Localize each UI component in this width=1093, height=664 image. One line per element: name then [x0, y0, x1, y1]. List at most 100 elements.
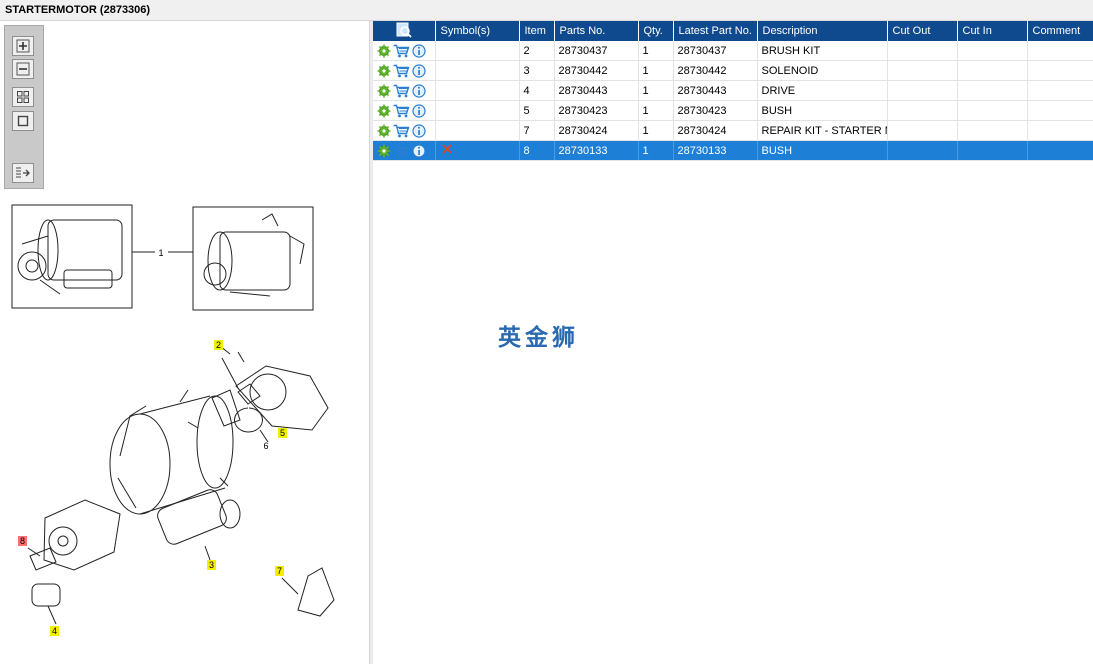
- header-qty[interactable]: Qty.: [638, 21, 674, 41]
- row-parts-no: 28730442: [554, 60, 639, 81]
- table-row[interactable]: 2 28730437 1 28730437 BRUSH KIT: [373, 41, 1093, 61]
- callout-4-marker[interactable]: [50, 626, 59, 636]
- info-icon[interactable]: [412, 63, 426, 78]
- fit-all-button[interactable]: [12, 87, 34, 107]
- table-row[interactable]: 8 28730133 1 28730133 BUSH: [373, 140, 1093, 161]
- row-qty: 1: [638, 140, 674, 161]
- zoom-toolbar: [4, 25, 44, 189]
- row-description: BUSH: [757, 140, 888, 161]
- row-parts-no: 28730437: [554, 41, 639, 61]
- row-cut-in: [957, 60, 1028, 81]
- diagram-pane[interactable]: 1 2 3 4 5 6 7 8: [0, 21, 369, 664]
- row-cut-in: [957, 100, 1028, 121]
- gear-icon[interactable]: [377, 104, 391, 118]
- row-item: 2: [519, 41, 555, 61]
- callout-5-marker[interactable]: [278, 428, 287, 438]
- gear-icon[interactable]: [377, 124, 391, 138]
- row-latest-part-no: 28730424: [673, 120, 758, 141]
- info-icon[interactable]: [412, 123, 426, 138]
- row-description: BUSH: [757, 100, 888, 121]
- row-cut-in: [957, 120, 1028, 141]
- callout-8: 8: [20, 536, 25, 546]
- table-row[interactable]: 5 28730423 1 28730423 BUSH: [373, 100, 1093, 121]
- table-row[interactable]: 3 28730442 1 28730442 SOLENOID: [373, 60, 1093, 81]
- row-description: REPAIR KIT - STARTER MOTOR: [757, 120, 888, 141]
- header-cut-out[interactable]: Cut Out: [887, 21, 958, 41]
- zoom-in-icon: [16, 39, 30, 53]
- callout-8-marker[interactable]: [18, 536, 27, 546]
- gear-icon[interactable]: [377, 44, 391, 58]
- zoom-in-button[interactable]: [12, 36, 34, 56]
- exploded-parts-diagram[interactable]: 1 2 3 4 5 6 7 8: [0, 196, 369, 636]
- row-qty: 1: [638, 41, 674, 61]
- row-cut-in: [957, 41, 1028, 61]
- row-symbols: [435, 120, 520, 141]
- row-parts-no: 28730133: [554, 140, 639, 161]
- watermark: 英金狮: [498, 325, 579, 351]
- info-icon[interactable]: [412, 83, 426, 98]
- row-comment: [1027, 60, 1093, 81]
- row-cut-in: [957, 140, 1028, 161]
- row-cut-out: [887, 60, 958, 81]
- row-comment: [1027, 120, 1093, 141]
- export-button[interactable]: [12, 163, 34, 183]
- gear-icon[interactable]: [377, 84, 391, 98]
- cart-icon[interactable]: [393, 44, 410, 58]
- table-row[interactable]: 4 28730443 1 28730443 DRIVE: [373, 80, 1093, 101]
- header-parts-no[interactable]: Parts No.: [554, 21, 639, 41]
- cart-icon[interactable]: [393, 124, 410, 138]
- search-list-icon: [396, 22, 412, 38]
- header-item[interactable]: Item: [519, 21, 555, 41]
- table-header-row: Symbol(s) Item Parts No. Qty. Latest Par…: [373, 21, 1093, 41]
- table-row[interactable]: 7 28730424 1 28730424 REPAIR KIT - START…: [373, 120, 1093, 141]
- row-description: SOLENOID: [757, 60, 888, 81]
- header-search-cell[interactable]: [373, 21, 436, 41]
- callout-2: 2: [216, 340, 221, 350]
- gear-icon[interactable]: [377, 144, 391, 158]
- callout-1: 1: [158, 248, 163, 258]
- info-icon[interactable]: [412, 43, 426, 58]
- callout-3-marker[interactable]: [207, 560, 216, 570]
- callout-6: 6: [263, 441, 268, 451]
- info-icon[interactable]: [412, 103, 426, 118]
- row-latest-part-no: 28730442: [673, 60, 758, 81]
- header-latest-part-no[interactable]: Latest Part No.: [673, 21, 758, 41]
- row-symbols: [435, 80, 520, 101]
- row-symbols: [435, 41, 520, 61]
- cart-icon[interactable]: [393, 104, 410, 118]
- callout-7: 7: [277, 566, 282, 576]
- parts-table: Symbol(s) Item Parts No. Qty. Latest Par…: [373, 21, 1093, 161]
- header-description[interactable]: Description: [757, 21, 888, 41]
- cart-icon[interactable]: [393, 84, 410, 98]
- zoom-out-icon: [16, 62, 30, 76]
- header-cut-in[interactable]: Cut In: [957, 21, 1028, 41]
- row-symbols: [435, 60, 520, 81]
- row-description: BRUSH KIT: [757, 41, 888, 61]
- row-latest-part-no: 28730443: [673, 80, 758, 101]
- cart-icon[interactable]: [393, 144, 410, 158]
- cart-icon[interactable]: [393, 64, 410, 78]
- gear-icon[interactable]: [377, 64, 391, 78]
- zoom-out-button[interactable]: [12, 59, 34, 79]
- actual-size-button[interactable]: [12, 111, 34, 131]
- row-qty: 1: [638, 120, 674, 141]
- info-icon[interactable]: [412, 143, 426, 158]
- row-parts-no: 28730443: [554, 80, 639, 101]
- row-cut-out: [887, 120, 958, 141]
- row-qty: 1: [638, 60, 674, 81]
- callout-4: 4: [52, 626, 57, 636]
- callout-2-marker[interactable]: [214, 340, 223, 350]
- superseded-cross-icon[interactable]: [440, 142, 454, 156]
- row-cut-out: [887, 41, 958, 61]
- pane-splitter[interactable]: [369, 21, 374, 664]
- row-cut-out: [887, 80, 958, 101]
- row-parts-no: 28730424: [554, 120, 639, 141]
- header-comment[interactable]: Comment: [1027, 21, 1093, 41]
- row-cut-out: [887, 140, 958, 161]
- callout-7-marker[interactable]: [275, 566, 284, 576]
- row-latest-part-no: 28730133: [673, 140, 758, 161]
- row-qty: 1: [638, 80, 674, 101]
- header-symbols[interactable]: Symbol(s): [435, 21, 520, 41]
- parts-list-pane: Symbol(s) Item Parts No. Qty. Latest Par…: [373, 21, 1093, 664]
- row-description: DRIVE: [757, 80, 888, 101]
